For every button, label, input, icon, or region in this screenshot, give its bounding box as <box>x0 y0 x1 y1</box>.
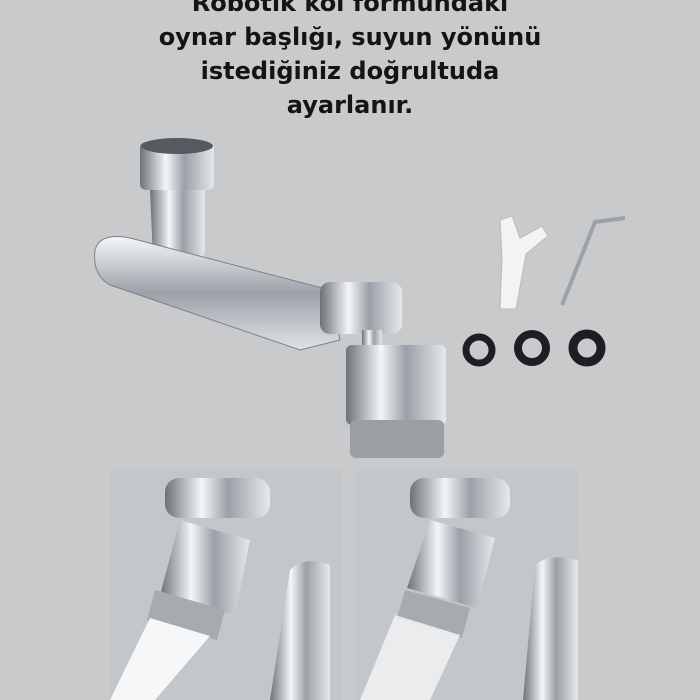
caption-line-1: Robotik kol formundaki <box>191 0 509 17</box>
rubber-washers <box>462 329 606 367</box>
caption-line-4: ayarlanır. <box>286 91 414 119</box>
product-caption: Robotik kol formundaki oynar başlığı, su… <box>0 0 700 122</box>
wrench-tool <box>499 215 549 310</box>
allen-key-tool <box>560 216 626 306</box>
caption-line-3: istediğiniz doğrultuda <box>200 57 500 85</box>
usage-photo-left <box>110 470 342 700</box>
caption-line-2: oynar başlığı, suyun yönünü <box>158 23 542 51</box>
usage-photo-right <box>356 470 578 700</box>
faucet-aerator-main <box>94 138 446 458</box>
